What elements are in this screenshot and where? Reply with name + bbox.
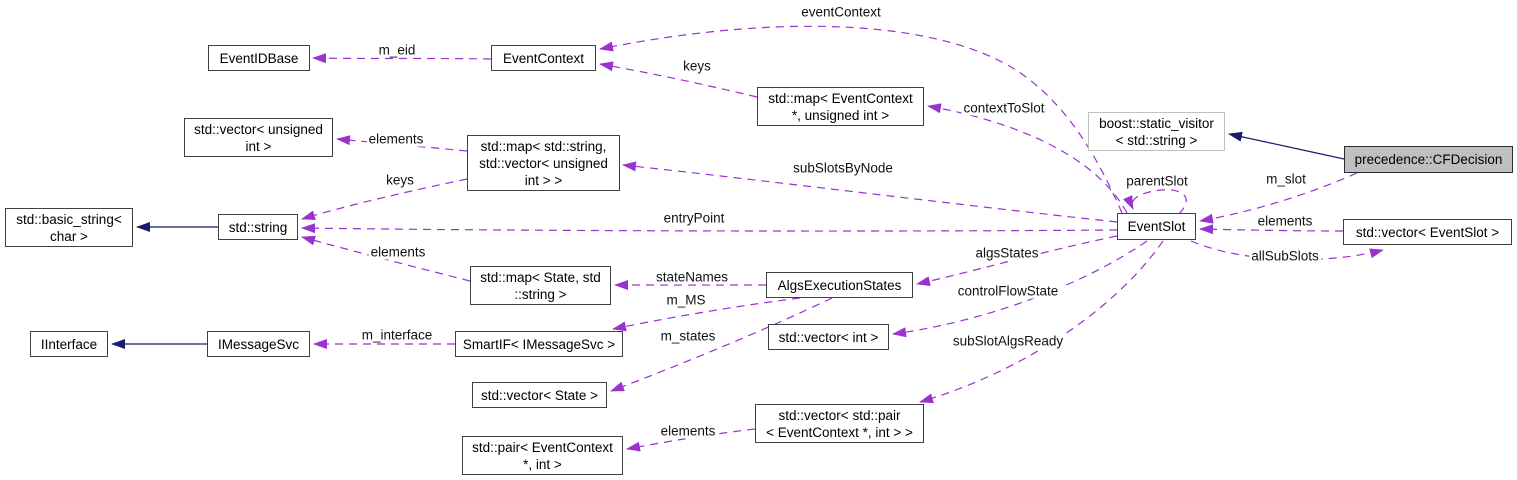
edge-m_slot xyxy=(1199,172,1358,224)
edge-keys_ctx xyxy=(599,61,758,98)
class-node-map_state_str[interactable]: std::map< State, std ::string > xyxy=(470,266,611,305)
class-node-basic_string[interactable]: std::basic_string< char > xyxy=(5,208,133,247)
class-node-label: std::string xyxy=(228,219,288,235)
class-node-label: std::map< EventContext *, unsigned int > xyxy=(768,90,913,123)
class-node-cfdecision: precedence::CFDecision xyxy=(1344,146,1513,173)
edge-label-eventContext: eventContext xyxy=(799,4,883,20)
edge-algsStates xyxy=(916,235,1118,287)
class-node-eventslot[interactable]: EventSlot xyxy=(1117,213,1196,240)
edge-elements_pair xyxy=(626,428,756,452)
class-node-vec_int[interactable]: std::vector< int > xyxy=(768,324,889,350)
class-node-label: std::map< std::string, std::vector< unsi… xyxy=(479,138,608,188)
class-node-vec_pair[interactable]: std::vector< std::pair < EventContext *,… xyxy=(755,404,924,443)
edge-parentSlot xyxy=(1123,189,1187,215)
edge-label-keys_str: keys xyxy=(384,172,416,188)
class-node-label: std::vector< unsigned int > xyxy=(194,121,323,154)
edge-label-m_interface: m_interface xyxy=(359,327,435,343)
edge-label-m_slot: m_slot xyxy=(1264,171,1308,187)
edge-subSlotAlgsReady xyxy=(919,240,1164,404)
edge-label-elements_slot: elements xyxy=(1255,213,1315,229)
class-node-label: std::vector< std::pair < EventContext *,… xyxy=(766,407,913,440)
edge-m_eid xyxy=(312,53,492,64)
class-node-string[interactable]: std::string xyxy=(218,214,298,240)
edge-label-entryPoint: entryPoint xyxy=(661,210,727,226)
edge-label-subSlotsByNode: subSlotsByNode xyxy=(791,160,895,176)
class-node-label: AlgsExecutionStates xyxy=(777,277,902,293)
edge-label-keys_ctx: keys xyxy=(681,58,713,74)
edge-elements_uint xyxy=(336,135,468,152)
edge-elements_slot xyxy=(1199,224,1344,235)
edge-subSlotsByNode xyxy=(622,161,1118,223)
edge-label-m_eid: m_eid xyxy=(376,42,418,58)
edge-contextToSlot xyxy=(927,103,1128,214)
class-node-map_ec_uint[interactable]: std::map< EventContext *, unsigned int > xyxy=(757,87,924,126)
edge-label-m_states: m_states xyxy=(658,328,718,344)
edge-m_states xyxy=(610,297,833,392)
class-node-label: std::map< State, std ::string > xyxy=(480,269,601,302)
edge-label-parentSlot: parentSlot xyxy=(1124,173,1190,189)
edge-label-stateNames: stateNames xyxy=(653,269,731,285)
edge-label-subSlotAlgsReady: subSlotAlgsReady xyxy=(950,333,1066,349)
edge-entryPoint xyxy=(301,223,1118,234)
class-node-label: std::vector< EventSlot > xyxy=(1355,224,1500,240)
edge-label-elements_pair: elements xyxy=(658,423,718,439)
class-node-label: SmartIF< IMessageSvc > xyxy=(462,336,616,352)
class-node-label: precedence::CFDecision xyxy=(1354,152,1503,167)
class-node-eventcontext[interactable]: EventContext xyxy=(491,45,596,71)
class-node-label: IInterface xyxy=(40,336,98,352)
class-node-label: EventSlot xyxy=(1127,219,1186,234)
edge-label-contextToSlot: contextToSlot xyxy=(961,100,1047,116)
edge-cfd_inherit xyxy=(1228,131,1345,160)
class-node-label: std::vector< int > xyxy=(778,329,879,345)
edge-label-controlFlowState: controlFlowState xyxy=(955,283,1061,299)
class-node-label: std::vector< State > xyxy=(480,387,599,403)
class-node-imessagesvc[interactable]: IMessageSvc xyxy=(207,331,310,357)
class-node-label: IMessageSvc xyxy=(217,336,300,352)
edge-keys_str xyxy=(301,178,468,221)
class-node-label: std::pair< EventContext *, int > xyxy=(472,439,613,472)
class-node-label: EventContext xyxy=(502,50,585,66)
class-node-vec_state[interactable]: std::vector< State > xyxy=(472,382,607,408)
class-node-label: std::basic_string< char > xyxy=(16,211,122,244)
class-node-iinterface[interactable]: IInterface xyxy=(30,331,108,357)
edge-label-allSubSlots: allSubSlots xyxy=(1249,248,1321,264)
class-node-pair[interactable]: std::pair< EventContext *, int > xyxy=(462,436,623,475)
edge-controlFlowState xyxy=(892,240,1148,338)
class-node-eventidbase[interactable]: EventIDBase xyxy=(208,45,310,71)
class-node-algsexec[interactable]: AlgsExecutionStates xyxy=(766,272,913,298)
edge-label-algsStates: algsStates xyxy=(973,245,1041,261)
edge-label-elements_uint: elements xyxy=(366,131,426,147)
edge-label-elements_str: elements xyxy=(368,244,428,260)
class-node-label: EventIDBase xyxy=(219,50,299,66)
class-node-vec_eventslot[interactable]: std::vector< EventSlot > xyxy=(1343,219,1512,245)
class-node-label: boost::static_visitor < std::string > xyxy=(1099,115,1214,148)
class-node-map_str_vec[interactable]: std::map< std::string, std::vector< unsi… xyxy=(467,135,620,191)
class-node-static_visitor[interactable]: boost::static_visitor < std::string > xyxy=(1088,112,1225,151)
class-node-smartif[interactable]: SmartIF< IMessageSvc > xyxy=(455,331,623,357)
edge-label-m_MS: m_MS xyxy=(664,292,708,308)
class-node-vec_uint[interactable]: std::vector< unsigned int > xyxy=(184,118,333,157)
